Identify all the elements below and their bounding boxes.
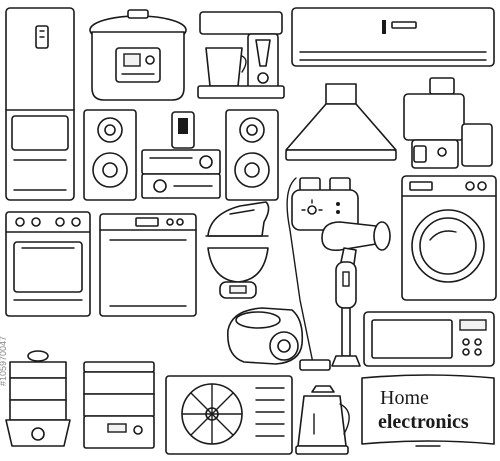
- steamer-icon: [5, 350, 71, 447]
- stove-icon: [5, 211, 91, 317]
- iron-icon: [205, 201, 270, 237]
- label-electronics: electronics: [378, 411, 469, 433]
- kitchen-scale-icon: [207, 247, 269, 299]
- microwave-icon: [363, 311, 495, 367]
- multicooker-icon: [89, 9, 187, 101]
- air-conditioner-icon: [291, 7, 495, 67]
- electric-kettle-icon: [295, 385, 350, 455]
- juicer-icon: [403, 77, 493, 169]
- washing-machine-icon: [401, 175, 497, 301]
- coffee-maker-icon: [197, 11, 285, 99]
- food-dehydrator-icon: [83, 361, 155, 449]
- dishwasher-icon: [99, 213, 197, 317]
- label-home: Home: [380, 387, 429, 409]
- toaster-icon: [291, 177, 359, 231]
- vacuum-cleaner-icon: [227, 177, 331, 371]
- stereo-system-icon: [141, 111, 221, 199]
- fridge-icon: [5, 7, 75, 201]
- outdoor-ac-unit-icon: [165, 375, 293, 455]
- stock-id: #105970047: [0, 336, 8, 386]
- hand-blender-icon: [331, 261, 361, 367]
- speaker-left-icon: [83, 109, 137, 201]
- speaker-right-icon: [225, 109, 279, 201]
- tv-icon: Home electronics: [361, 374, 495, 447]
- range-hood-icon: [285, 83, 397, 161]
